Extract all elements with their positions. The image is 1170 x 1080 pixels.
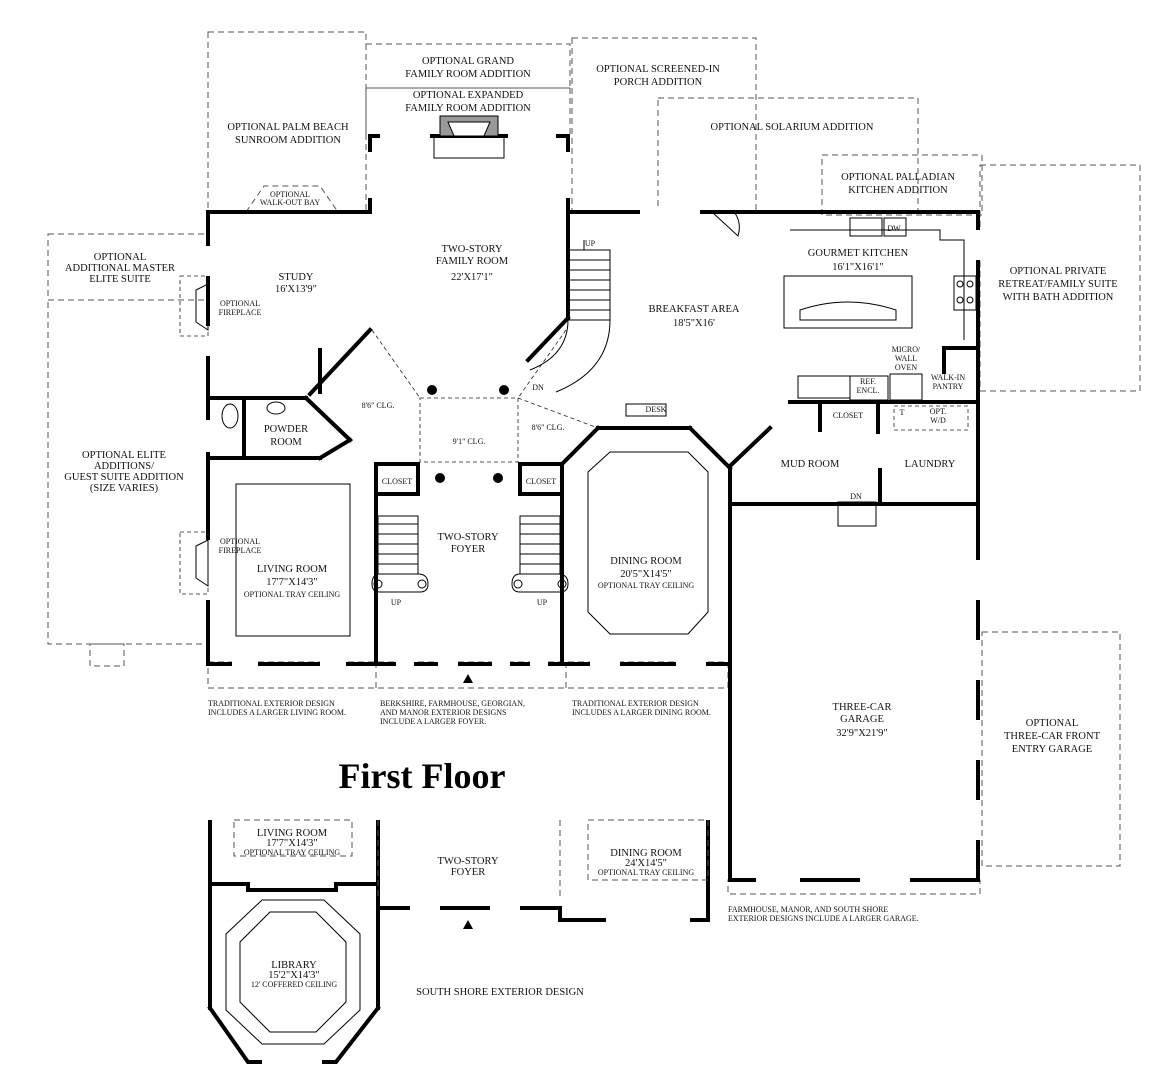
room-study-name: STUDY [278,272,313,283]
label-t: T [900,408,905,417]
room-kitchen-size: 16'1"X16'1" [832,262,883,273]
room-kitchen-name: GOURMET KITCHEN [808,248,909,259]
stair-dn-main: DN [532,383,544,392]
room-breakfast-name: BREAKFAST AREA [649,304,740,315]
closet-mud: CLOSET [833,411,863,420]
room-mud-name: MUD ROOM [781,459,840,470]
ss-dining-size: 24'X14'5" [625,858,667,869]
label-desk: DESK [646,405,667,414]
stair-dn-garage: DN [850,492,862,501]
fireplace-living [179,531,209,595]
stair-up-right: UP [537,598,548,607]
ceiling-right: 8'6" CLG. [532,423,565,432]
closet-left: CLOSET [382,477,412,486]
stair-foyer-left [371,515,429,593]
room-living-name: LIVING ROOM [257,564,328,575]
label-solarium: OPTIONAL SOLARIUM ADDITION [711,122,874,133]
windows [205,133,981,883]
room-laundry-name: LAUNDRY [905,459,956,470]
south-shore-walls [207,819,710,1065]
label-ref-encl: REF.ENCL. [857,377,880,395]
stair-main [529,240,611,393]
living-tray [235,483,351,637]
label-dw: DW [887,224,901,233]
ss-library-name: LIBRARY [271,960,317,971]
room-living-size: 17'7"X14'3" [266,577,317,588]
ss-dining-note: OPTIONAL TRAY CEILING [598,868,695,877]
ss-library-note: 12' COFFERED CEILING [251,980,338,989]
powder-fixtures [221,401,286,429]
note-berkshire: BERKSHIRE, FARMHOUSE, GEORGIAN,AND MANOR… [380,699,525,726]
dining-tray [587,451,709,635]
room-garage-size: 32'9"X21'9" [836,728,887,739]
ss-living-size: 17'7"X14'3" [266,838,317,849]
columns [427,385,509,483]
room-study-size: 16'X13'9" [275,284,317,295]
fireplace-family [433,115,505,159]
room-dining-name: DINING ROOM [610,556,682,567]
ceiling-zones [371,329,599,463]
stair-foyer-right [511,515,569,593]
room-living-note: OPTIONAL TRAY CEILING [244,590,341,599]
ss-living-note: OPTIONAL TRAY CEILING [244,848,341,857]
room-breakfast-size: 18'5"X16' [673,318,715,329]
title: First Floor [339,756,506,796]
closet-right: CLOSET [526,477,556,486]
kitchen-fixtures [625,211,977,527]
room-family-size: 22'X17'1" [451,272,493,283]
south-shore-label: SOUTH SHORE EXTERIOR DESIGN [416,987,584,998]
ss-library-size: 15'2"X14'3" [268,970,319,981]
room-dining-note: OPTIONAL TRAY CEILING [598,581,695,590]
stair-up-main: UP [585,239,596,248]
stair-up-left: UP [391,598,402,607]
ceiling-left: 8'6" CLG. [362,401,395,410]
label-opt-wd: OPT.W/D [930,407,947,425]
ss-dining-name: DINING ROOM [610,848,682,859]
entry-arrow [463,674,473,683]
ss-living-name: LIVING ROOM [257,828,328,839]
fireplace-study [179,275,209,337]
room-dining-size: 20'5"X14'5" [620,569,671,580]
ceiling-center: 9'1" CLG. [453,437,486,446]
